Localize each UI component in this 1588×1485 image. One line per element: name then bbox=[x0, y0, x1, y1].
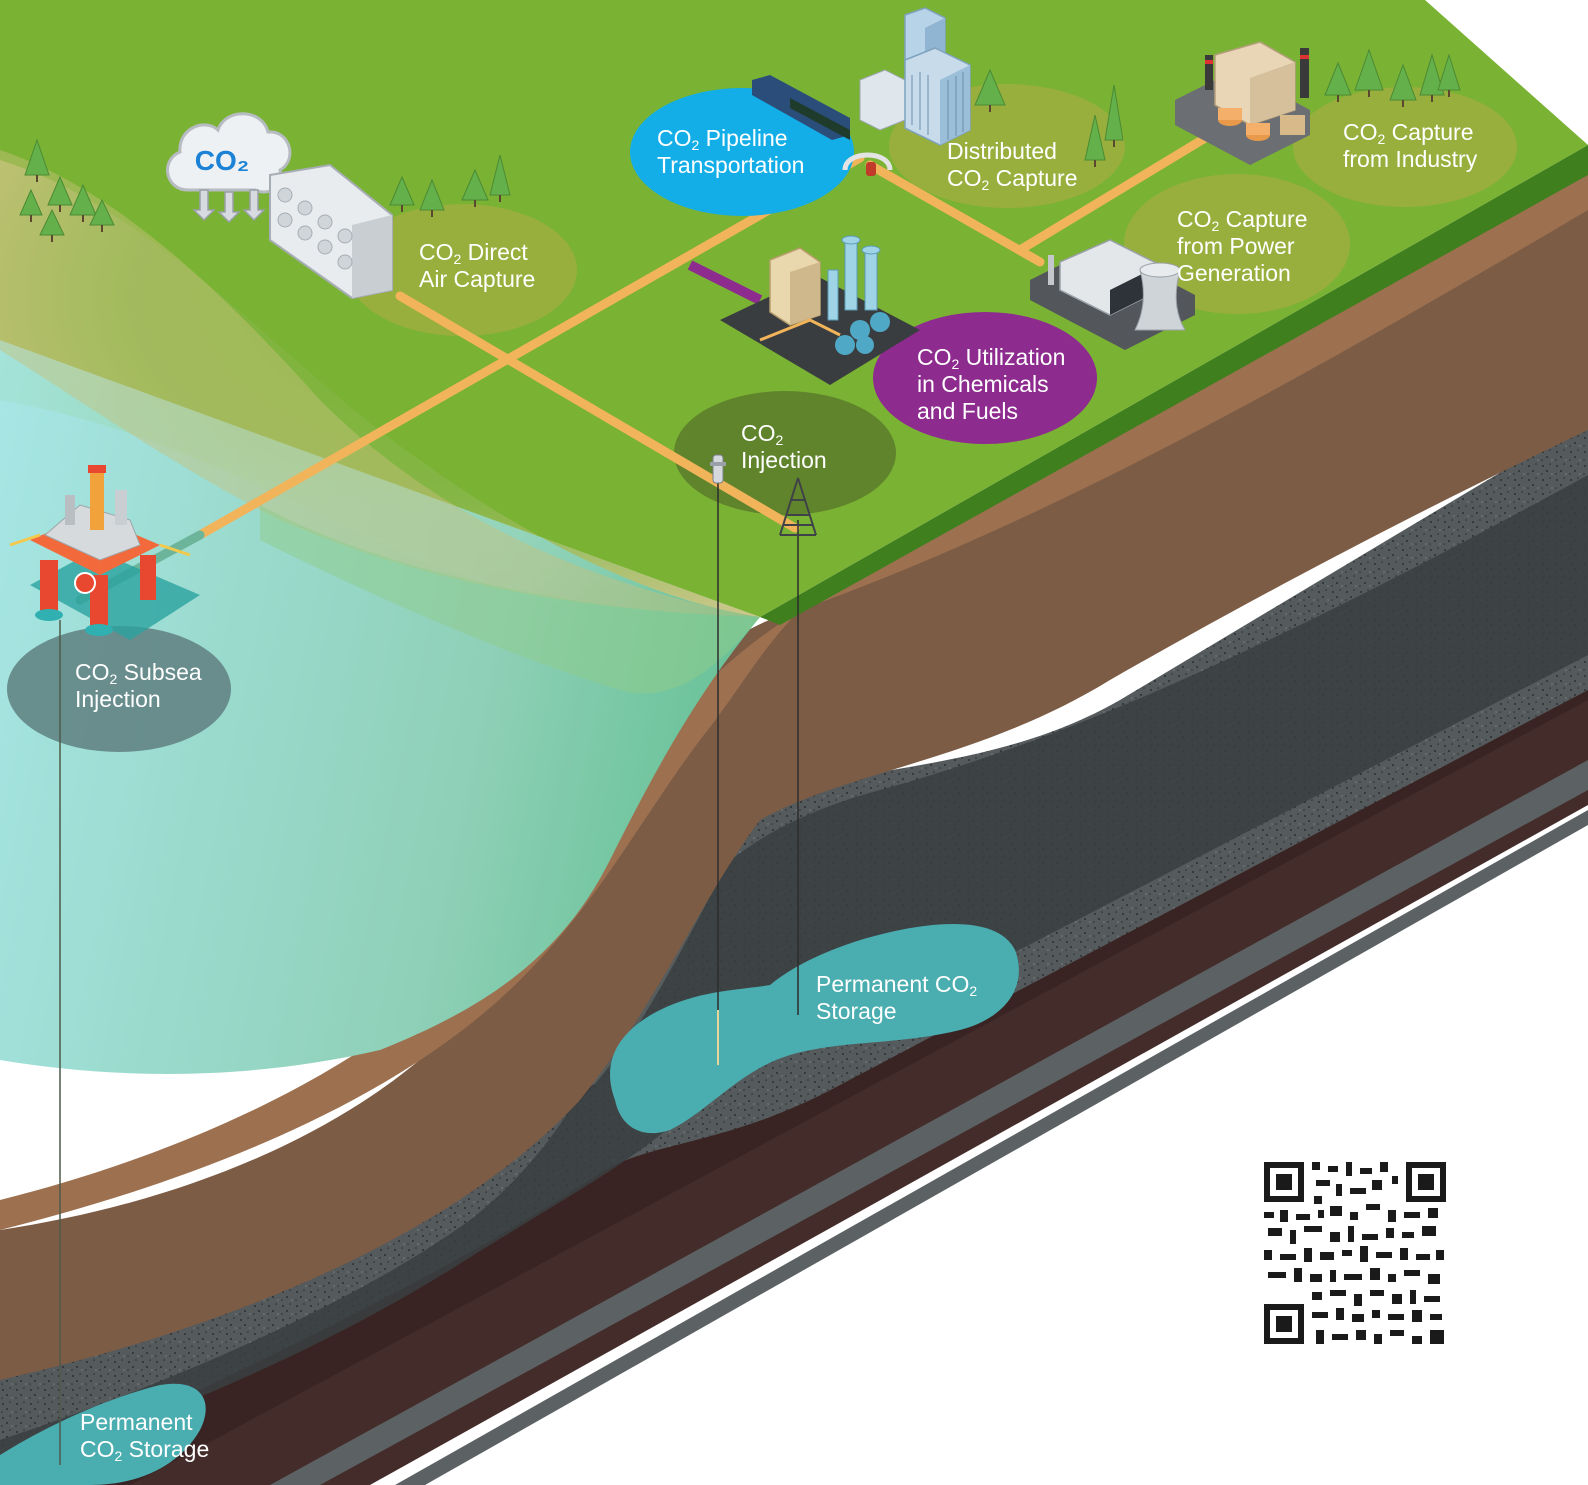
pipeline-dac-to-injection bbox=[395, 291, 800, 533]
injection-label: CO2 Injection bbox=[741, 420, 827, 473]
lower-brown-layer bbox=[130, 700, 1588, 1485]
industry-plant-icon bbox=[1175, 41, 1310, 165]
grey-band-1 bbox=[270, 760, 1588, 1485]
direct-air-capture-label: CO2 Direct Air Capture bbox=[419, 239, 536, 292]
brown-sediment-layer bbox=[0, 150, 1588, 1380]
drilling-rig-icon bbox=[779, 477, 817, 536]
offshore-platform-icon bbox=[9, 465, 200, 640]
injection-bubble bbox=[674, 391, 896, 515]
upper-brown-layer bbox=[0, 150, 1588, 1230]
beach-gradient bbox=[0, 150, 760, 617]
co2-cloud-icon: CO₂ bbox=[166, 112, 292, 224]
pipeline-trunk bbox=[195, 153, 865, 540]
utilization-label: CO2 Utilization in Chemicals and Fuels bbox=[917, 344, 1066, 424]
pipeline-industry-to-power bbox=[1015, 115, 1240, 255]
power-plant-icon bbox=[1030, 239, 1195, 350]
utilization-pipe bbox=[687, 260, 763, 305]
direct-air-capture-unit-icon bbox=[269, 163, 393, 300]
subsea-injection-bubble bbox=[7, 626, 231, 752]
pipeline-transport-label: CO2 Pipeline Transportation bbox=[657, 125, 805, 178]
utilization-bubble bbox=[873, 312, 1097, 444]
offshore-storage-reservoir bbox=[0, 1383, 206, 1485]
city-buildings-icon bbox=[859, 7, 971, 146]
power-capture-bubble bbox=[1124, 174, 1350, 314]
topsoil-edge bbox=[760, 145, 1588, 625]
cloud-co2-text: CO₂ bbox=[195, 145, 249, 176]
power-capture-label: CO2 Capture from Power Generation bbox=[1177, 206, 1308, 286]
industry-capture-bubble bbox=[1293, 87, 1517, 207]
subsea-injection-label: CO2 Subsea Injection bbox=[75, 659, 202, 712]
sea-water bbox=[0, 340, 760, 1074]
distributed-capture-label: Distributed CO2 Capture bbox=[947, 138, 1078, 193]
trees bbox=[19, 48, 1461, 242]
pipeline-distributed-to-power bbox=[865, 160, 1045, 267]
beach-transition bbox=[0, 160, 760, 617]
onshore-storage-label: Permanent CO2 Storage bbox=[816, 971, 978, 1024]
injection-well-icon bbox=[710, 454, 726, 484]
industry-capture-label: CO2 Capture from Industry bbox=[1343, 119, 1478, 172]
train-icon bbox=[752, 75, 850, 140]
qr-code bbox=[1262, 1160, 1450, 1348]
onshore-storage-reservoir bbox=[610, 924, 1019, 1134]
subsurface-layers bbox=[0, 145, 1588, 1485]
offshore-storage-label: Permanent CO2 Storage bbox=[80, 1409, 210, 1464]
grey-band-2 bbox=[395, 810, 1588, 1485]
pipeline-valve-icon bbox=[842, 152, 893, 176]
coast-shallow bbox=[260, 505, 760, 694]
chemical-plant-icon bbox=[720, 235, 920, 385]
